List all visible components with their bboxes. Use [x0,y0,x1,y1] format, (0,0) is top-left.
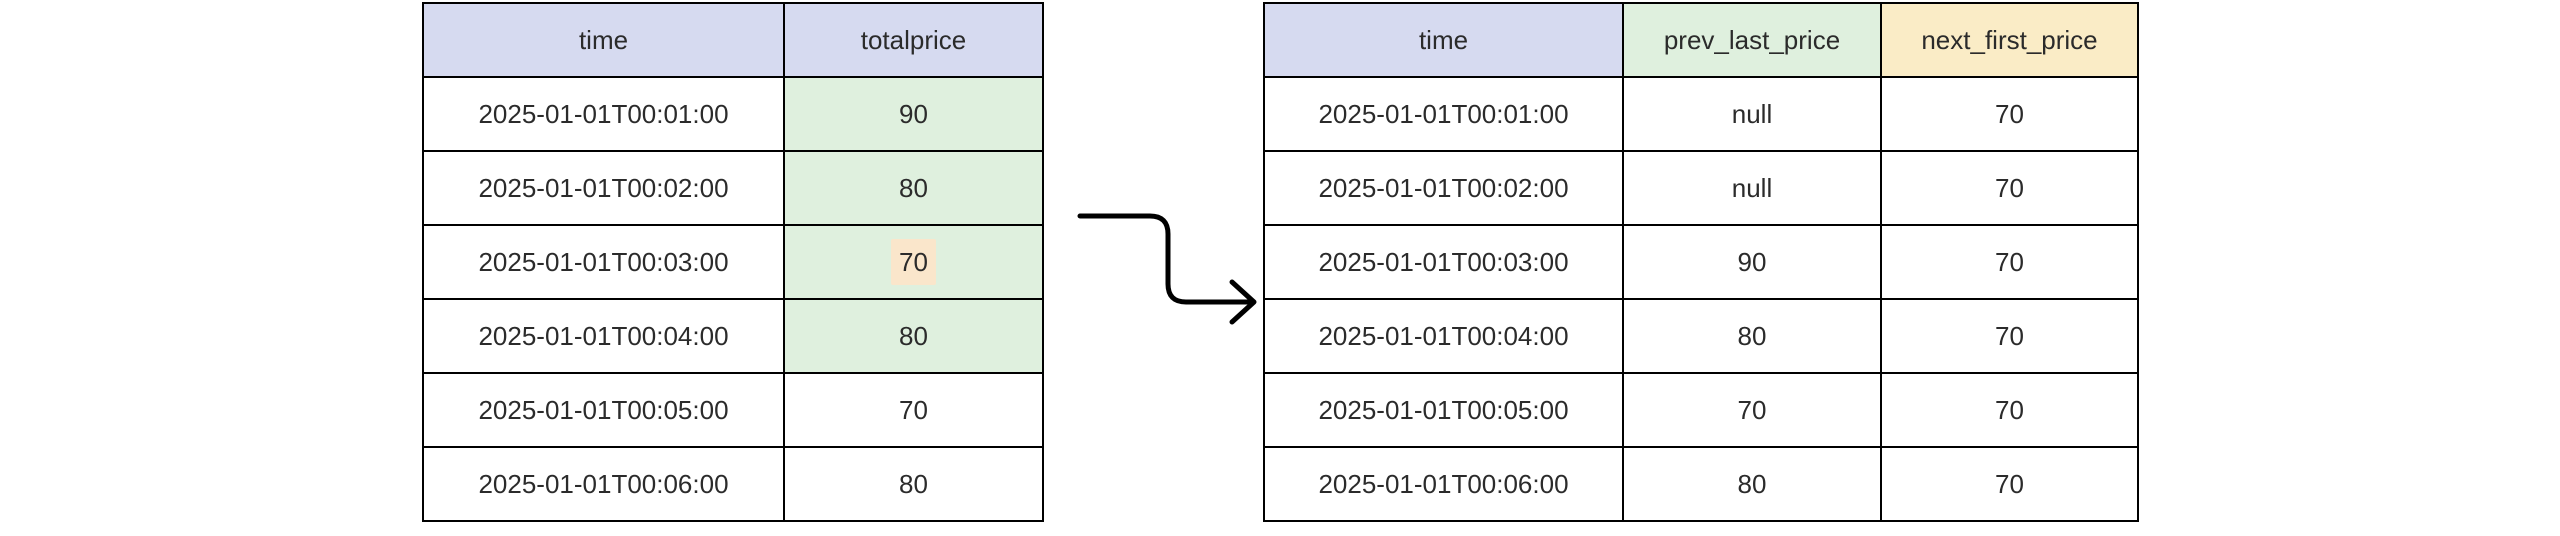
cell-next-first-price: 70 [1880,372,2139,448]
cell-time: 2025-01-01T00:04:00 [1263,298,1624,374]
column-header-time: time [422,2,785,78]
cell-time: 2025-01-01T00:06:00 [422,446,785,522]
cell-totalprice: 90 [783,76,1044,152]
cell-totalprice: 80 [783,298,1044,374]
cell-prev-last-price: null [1622,76,1882,152]
table-row: 2025-01-01T00:02:00 80 [422,150,1044,226]
cell-time: 2025-01-01T00:03:00 [422,224,785,300]
cell-totalprice: 70 [783,224,1044,300]
cell-time: 2025-01-01T00:01:00 [1263,76,1624,152]
column-header-time: time [1263,2,1624,78]
cell-time: 2025-01-01T00:05:00 [422,372,785,448]
table-row: 2025-01-01T00:03:00 70 [422,224,1044,300]
table-row: 2025-01-01T00:06:00 80 [422,446,1044,522]
cell-next-first-price: 70 [1880,446,2139,522]
source-table: time totalprice 2025-01-01T00:01:00 90 2… [422,2,1044,522]
cell-time: 2025-01-01T00:02:00 [1263,150,1624,226]
table-row: 2025-01-01T00:05:00 70 [422,372,1044,448]
table-row: 2025-01-01T00:04:00 80 70 [1263,298,2139,374]
transform-arrow [1070,190,1270,330]
result-table: time prev_last_price next_first_price 20… [1263,2,2139,522]
cell-time: 2025-01-01T00:03:00 [1263,224,1624,300]
table-row: 2025-01-01T00:05:00 70 70 [1263,372,2139,448]
column-header-totalprice: totalprice [783,2,1044,78]
cell-totalprice: 80 [783,150,1044,226]
cell-time: 2025-01-01T00:05:00 [1263,372,1624,448]
cell-totalprice: 70 [783,372,1044,448]
cell-next-first-price: 70 [1880,298,2139,374]
arrow-icon [1077,213,1257,325]
cell-time: 2025-01-01T00:04:00 [422,298,785,374]
cell-time: 2025-01-01T00:02:00 [422,150,785,226]
column-header-next-first-price: next_first_price [1880,2,2139,78]
cell-next-first-price: 70 [1880,76,2139,152]
cell-totalprice: 80 [783,446,1044,522]
table-row: 2025-01-01T00:06:00 80 70 [1263,446,2139,522]
cell-prev-last-price: 80 [1622,446,1882,522]
header-row: time prev_last_price next_first_price [1263,2,2139,78]
cell-prev-last-price: 70 [1622,372,1882,448]
cell-time: 2025-01-01T00:06:00 [1263,446,1624,522]
table-row: 2025-01-01T00:02:00 null 70 [1263,150,2139,226]
table-row: 2025-01-01T00:01:00 null 70 [1263,76,2139,152]
cell-prev-last-price: null [1622,150,1882,226]
cell-next-first-price: 70 [1880,224,2139,300]
cell-prev-last-price: 90 [1622,224,1882,300]
cell-prev-last-price: 80 [1622,298,1882,374]
cell-next-first-price: 70 [1880,150,2139,226]
table-row: 2025-01-01T00:04:00 80 [422,298,1044,374]
column-header-prev-last-price: prev_last_price [1622,2,1882,78]
highlighted-value: 70 [891,239,936,285]
table-row: 2025-01-01T00:03:00 90 70 [1263,224,2139,300]
cell-time: 2025-01-01T00:01:00 [422,76,785,152]
table-row: 2025-01-01T00:01:00 90 [422,76,1044,152]
header-row: time totalprice [422,2,1044,78]
